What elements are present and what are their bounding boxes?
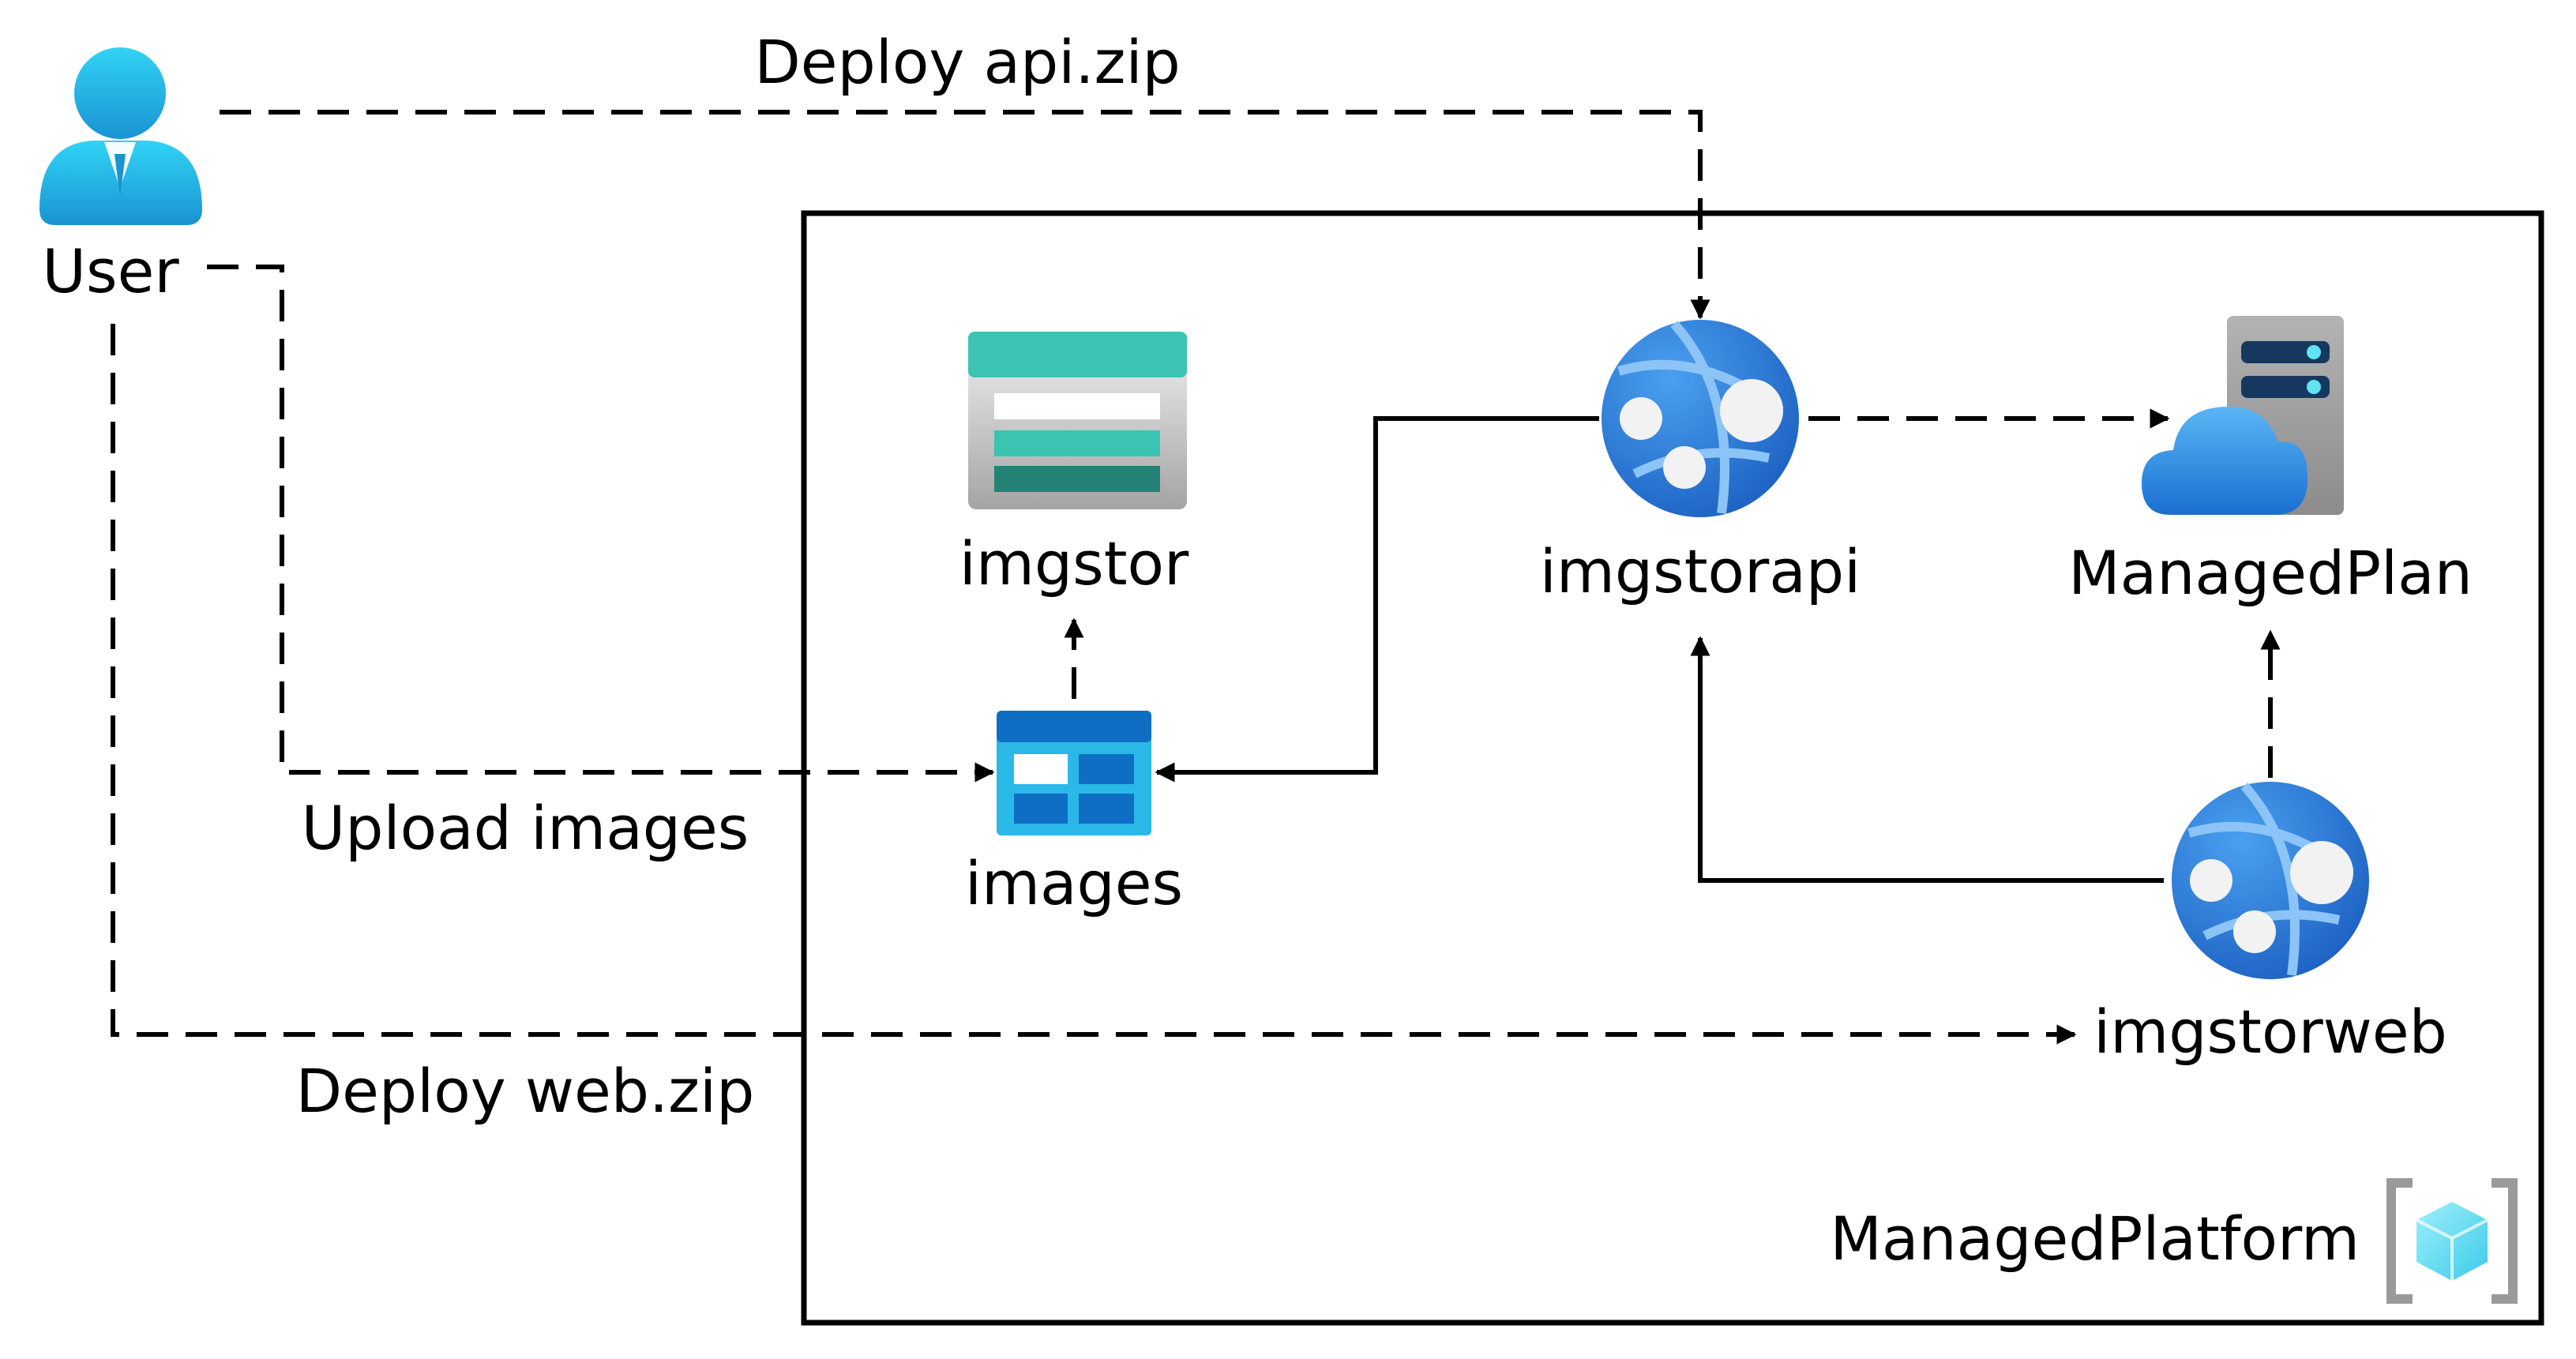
node-label-imgstorweb: imgstorweb (2093, 997, 2447, 1067)
node-platform: ManagedPlatform (1830, 1178, 2518, 1304)
edge-api-to-images (1155, 416, 1599, 783)
edge-web-to-api (1690, 636, 2164, 883)
storage-account-icon (968, 332, 1187, 509)
user-icon (39, 47, 202, 225)
blob-container-icon (997, 711, 1151, 835)
node-images: images (965, 711, 1183, 918)
edge-label-upload-images: Upload images (302, 793, 749, 863)
edge-upload-images (207, 265, 995, 783)
node-imgstorapi: imgstorapi (1540, 320, 1861, 606)
resource-group-icon (2386, 1178, 2518, 1304)
edge-label-deploy-api: Deploy api.zip (754, 27, 1181, 97)
node-label-managedplan: ManagedPlan (2068, 538, 2473, 608)
web-app-icon (2172, 782, 2369, 979)
node-label-user: User (42, 236, 179, 306)
edges (111, 110, 2281, 1045)
platform-frame (801, 210, 2544, 1326)
edge-deploy-web (111, 324, 2077, 1045)
node-user: User (39, 47, 202, 306)
node-imgstor: imgstor (959, 332, 1189, 599)
node-label-images: images (965, 848, 1183, 918)
node-label-imgstor: imgstor (959, 528, 1189, 599)
node-imgstorweb: imgstorweb (2093, 782, 2447, 1067)
edge-deploy-api (220, 110, 1710, 320)
node-label-imgstorapi: imgstorapi (1540, 536, 1861, 606)
web-app-icon (1602, 320, 1799, 517)
edge-label-deploy-web: Deploy web.zip (296, 1056, 755, 1126)
node-label-platform: ManagedPlatform (1830, 1203, 2360, 1274)
app-service-plan-icon (2142, 316, 2344, 515)
node-managedplan: ManagedPlan (2068, 316, 2473, 608)
